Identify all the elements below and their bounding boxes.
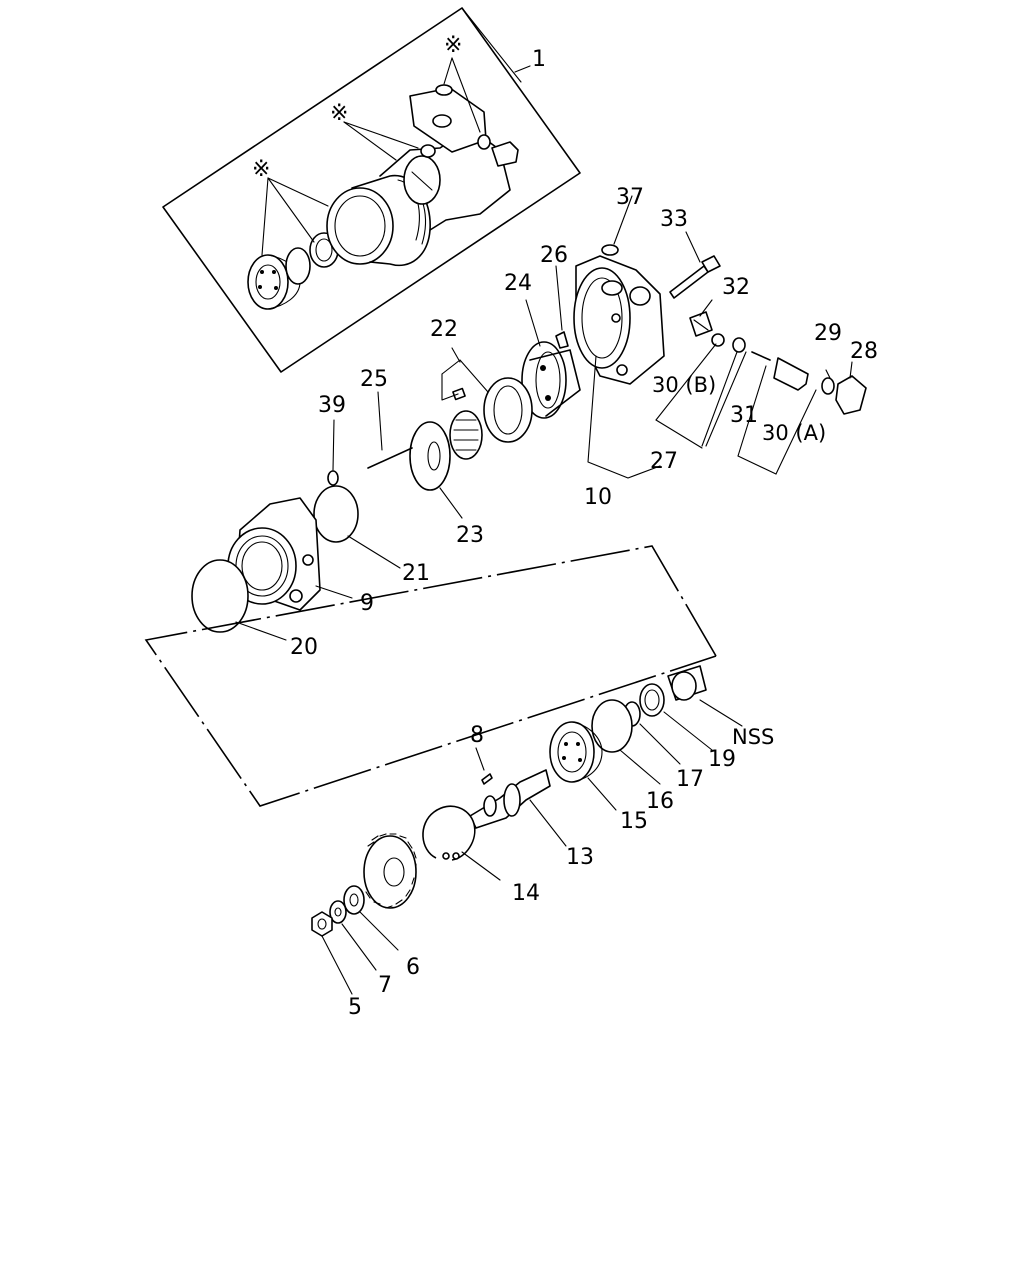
label-8: 8 <box>470 723 484 748</box>
label-29: 29 <box>814 321 842 346</box>
label-21: 21 <box>402 561 430 586</box>
bearing-15 <box>549 721 617 811</box>
side-plate-24 <box>521 265 581 419</box>
star-mark-top: ※ <box>444 33 462 58</box>
relief-valve-group <box>613 195 867 475</box>
pin-25 <box>367 391 413 469</box>
label-28: 28 <box>850 339 878 364</box>
label-20: 20 <box>290 635 318 660</box>
label-25: 25 <box>360 367 388 392</box>
label-23: 23 <box>456 523 484 548</box>
label-30b: 30 (B) <box>652 373 716 397</box>
pressure-plate-23 <box>409 421 463 519</box>
label-9: 9 <box>360 591 374 616</box>
label-6: 6 <box>406 955 420 980</box>
ring-39 <box>327 419 339 486</box>
label-5: 5 <box>348 995 362 1020</box>
label-37: 37 <box>616 185 644 210</box>
washer-16 <box>591 699 661 785</box>
o-ring-21 <box>313 485 401 569</box>
key-8 <box>475 747 493 785</box>
nut-5 <box>311 911 353 995</box>
needle-bearing-nss <box>667 665 743 727</box>
seal-19 <box>639 683 713 751</box>
label-32: 32 <box>722 275 750 300</box>
assembly-1-kit <box>162 7 581 373</box>
cam-ring-22 <box>441 347 533 460</box>
label-17: 17 <box>676 767 704 792</box>
label-16: 16 <box>646 789 674 814</box>
label-33: 33 <box>660 207 688 232</box>
label-39: 39 <box>318 393 346 418</box>
label-7: 7 <box>378 973 392 998</box>
star-mark-mid: ※ <box>330 101 348 126</box>
label-nss: NSS <box>732 725 774 749</box>
bolt-33 <box>669 231 721 299</box>
o-ring-20 <box>191 559 287 641</box>
gear <box>363 833 417 909</box>
label-24: 24 <box>504 271 532 296</box>
label-30a: 30 (A) <box>762 421 826 445</box>
shaft-13 <box>469 769 567 847</box>
label-1: 1 <box>532 47 546 72</box>
label-26: 26 <box>540 243 568 268</box>
shaft-kit-frame <box>144 545 717 807</box>
label-27: 27 <box>650 449 678 474</box>
label-14: 14 <box>512 881 540 906</box>
washer-7 <box>329 900 377 971</box>
snap-ring-14 <box>422 805 501 881</box>
label-13: 13 <box>566 845 594 870</box>
label-31: 31 <box>730 403 758 428</box>
label-22: 22 <box>430 317 458 342</box>
housing-10 <box>573 244 665 479</box>
star-mark-left: ※ <box>252 157 270 182</box>
callout-labels: 1 ※ ※ ※ 37 33 26 32 24 22 29 28 25 30 (B… <box>252 33 878 1020</box>
washer-6 <box>343 885 399 951</box>
label-19: 19 <box>708 747 736 772</box>
label-10: 10 <box>584 485 612 510</box>
label-15: 15 <box>620 809 648 834</box>
